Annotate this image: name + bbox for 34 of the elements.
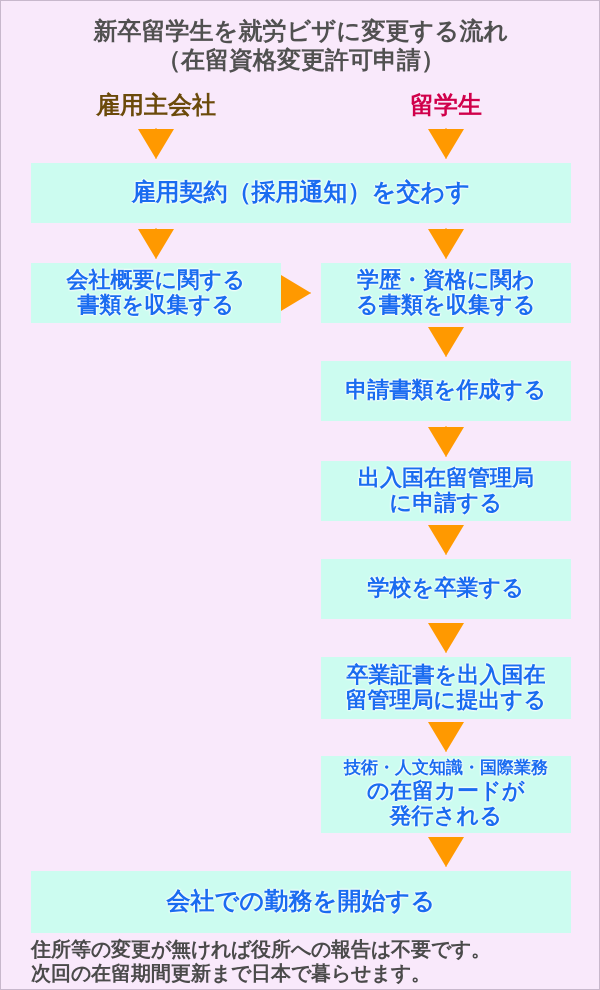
process-box [31, 163, 571, 223]
process-box [321, 657, 571, 719]
step-text: の在留カードが発行される [366, 778, 526, 830]
step-text: 学校を卒業する [368, 576, 524, 602]
column-heading: 雇用主会社 [96, 92, 216, 120]
arrow [428, 128, 464, 160]
step-text: 卒業証書を出入国在留管理局に提出する [344, 662, 548, 714]
process-box [31, 871, 571, 933]
step-text: 技術・人文知識・国際業務 [344, 759, 548, 779]
arrow [428, 722, 464, 752]
arrow [428, 327, 464, 358]
process-box [321, 461, 571, 521]
arrow [138, 228, 174, 260]
diagram-title: 新卒留学生を就労ビザに変更する流れ（在留資格変更許可申請） [92, 17, 510, 75]
process-box [321, 361, 571, 421]
note-text: 住所等の変更が無ければ役所への報告は不要です。次回の在留期間更新まで日本で暮らせます。 [31, 937, 492, 985]
arrow [428, 525, 464, 556]
arrow [281, 275, 312, 311]
arrow [428, 228, 464, 260]
column-heading: 留学生 [410, 92, 482, 120]
process-box [321, 559, 571, 619]
step-text: 雇用契約（採用通知）を交わす [132, 179, 470, 207]
arrow [428, 837, 464, 868]
process-box [321, 756, 571, 833]
step-text: 会社概要に関する書類を収集する [66, 268, 246, 318]
step-text: 出入国在留管理局に申請する [356, 466, 535, 516]
process-box [31, 263, 281, 323]
step-text: 学歴・資格に関わる書類を収集する [355, 268, 537, 318]
step-text: 会社での勤務を開始する [166, 888, 436, 916]
arrow [138, 128, 174, 160]
process-box [321, 263, 571, 323]
arrow [428, 623, 464, 654]
step-text: 申請書類を作成する [346, 378, 546, 404]
arrow [428, 426, 464, 458]
